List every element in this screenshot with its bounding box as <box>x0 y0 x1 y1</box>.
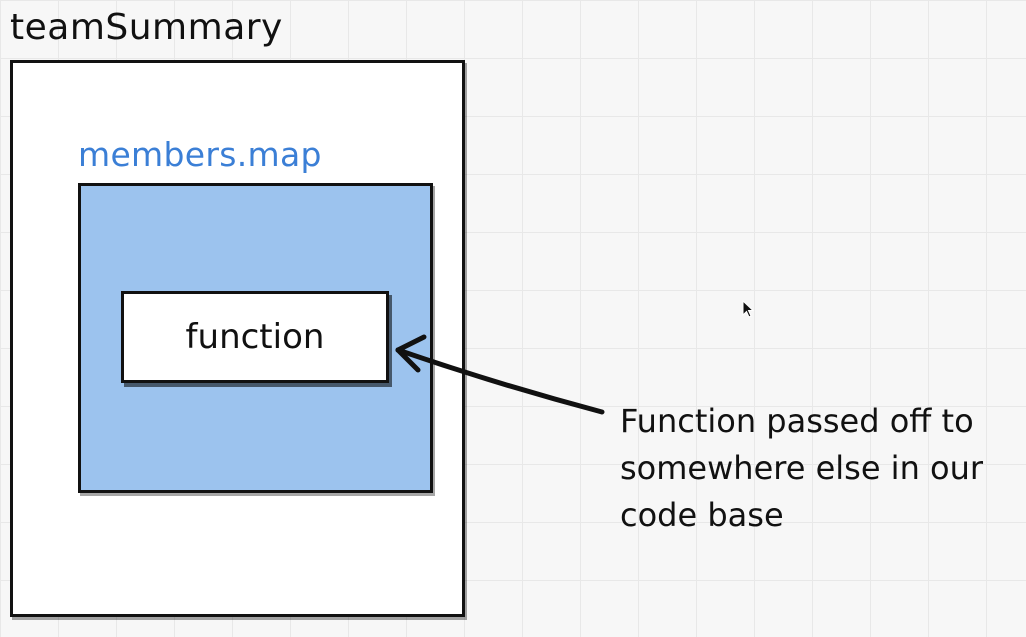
annotation-line: code base <box>620 496 784 534</box>
mouse-cursor-icon <box>742 300 755 318</box>
annotation-line: somewhere else in our <box>620 449 984 487</box>
annotation-line: Function passed off to <box>620 402 974 440</box>
team-summary-title: teamSummary <box>10 7 283 48</box>
function-label: function <box>185 317 325 357</box>
function-box: function <box>121 291 389 383</box>
members-map-title: members.map <box>78 135 322 174</box>
annotation-text: Function passed off to somewhere else in… <box>620 398 983 539</box>
